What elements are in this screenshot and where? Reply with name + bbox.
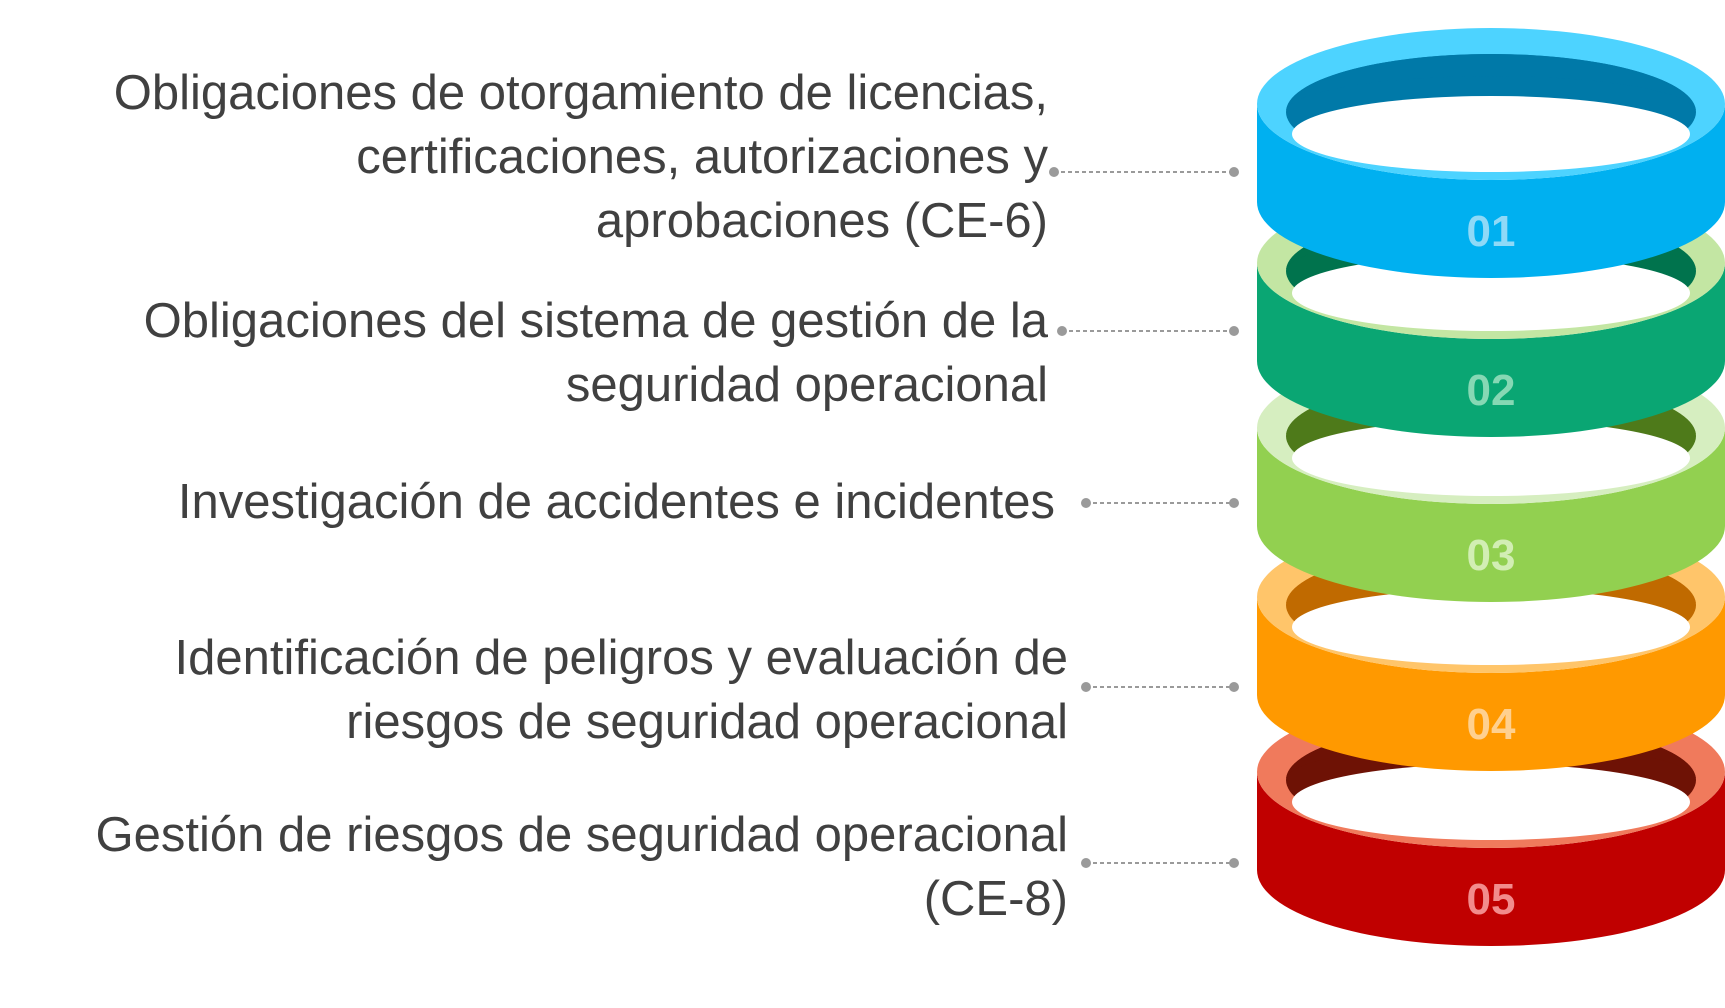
ring-01-band [1257,104,1725,278]
ring-01-number: 01 [1467,207,1516,256]
connector-03-end-dot [1229,498,1239,508]
item-05-line-2: (CE-8) [923,872,1068,926]
ring-02-number: 02 [1467,366,1516,415]
ring-02-band [1257,263,1725,437]
connector-04 [1081,682,1239,692]
ring-04-band [1257,597,1725,771]
item-01-text: Obligaciones de otorgamiento de licencia… [0,61,1048,253]
connector-01 [1049,167,1239,177]
ring-05-hole [1292,764,1690,840]
ring-05-band [1257,772,1725,946]
ring-01-inner-back [1286,54,1696,112]
connector-04-end-dot [1229,682,1239,692]
connector-03 [1081,498,1239,508]
item-04-line-2: riesgos de seguridad operacional [346,695,1068,749]
item-03-line-1: Investigación de accidentes e incidentes [177,475,1055,529]
connector-01-start-dot [1049,167,1059,177]
ring-02-hole [1292,255,1690,331]
item-03-text: Investigación de accidentes e incidentes [0,470,1055,534]
item-02-line-1: Obligaciones del sistema de gestión de l… [143,294,1048,348]
connector-05 [1081,858,1239,868]
item-01-line-1: Obligaciones de otorgamiento de licencia… [113,66,1048,120]
item-01-line-3: aprobaciones (CE-6) [595,194,1048,248]
connector-05-start-dot [1081,858,1091,868]
item-04-line-1: Identificación de peligros y evaluación … [174,631,1068,685]
item-01-line-2: certificaciones, autorizaciones y [356,130,1048,184]
ring-04-hole [1292,589,1690,665]
connector-01-end-dot [1229,167,1239,177]
ring-03-number: 03 [1467,531,1516,580]
connector-02 [1057,326,1239,336]
ring-03-hole [1292,420,1690,496]
connector-03-start-dot [1081,498,1091,508]
ring-01: 01 [1257,28,1725,278]
connector-04-start-dot [1081,682,1091,692]
item-05-text: Gestión de riesgos de seguridad operacio… [0,803,1068,931]
item-02-line-2: seguridad operacional [565,358,1048,412]
ring-03-band [1257,428,1725,602]
ring-04-number: 04 [1467,700,1516,749]
connector-05-end-dot [1229,858,1239,868]
connector-02-start-dot [1057,326,1067,336]
item-05-line-1: Gestión de riesgos de seguridad operacio… [95,808,1068,862]
ring-05-number: 05 [1467,875,1516,924]
item-04-text: Identificación de peligros y evaluación … [0,626,1068,754]
connector-02-end-dot [1229,326,1239,336]
ring-01-hole [1292,96,1690,172]
item-02-text: Obligaciones del sistema de gestión de l… [0,289,1048,417]
